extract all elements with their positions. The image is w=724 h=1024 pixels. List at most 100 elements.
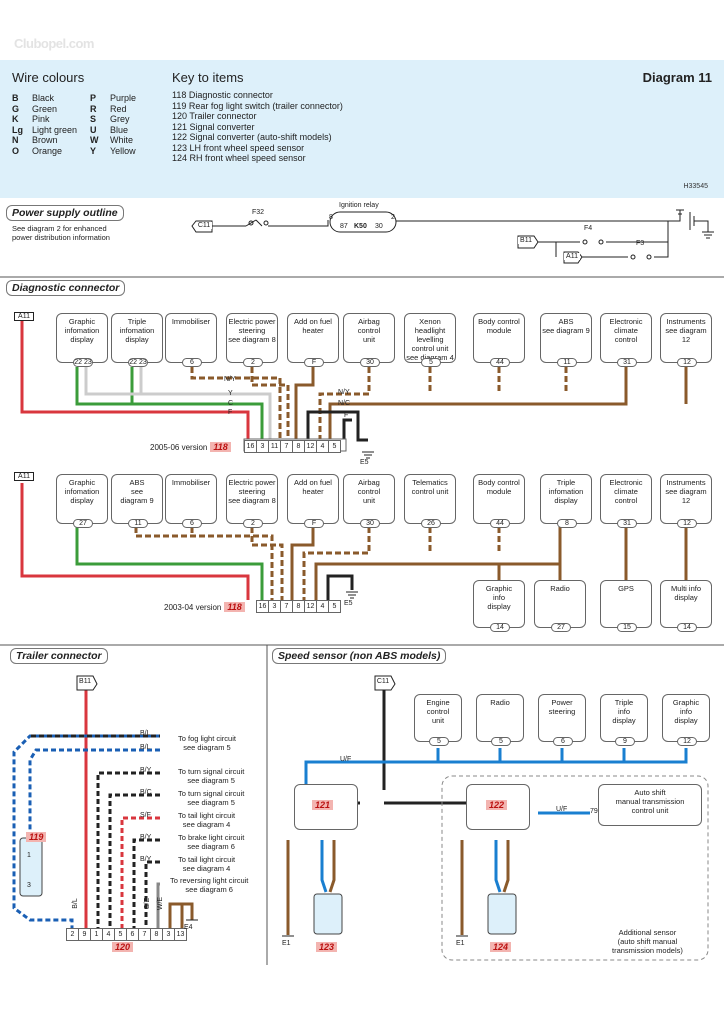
- module-pin: 27: [551, 623, 571, 632]
- item-118-top: 118: [210, 442, 231, 452]
- ground-e4: E4: [184, 924, 193, 931]
- fuse-f3: F3: [636, 240, 645, 247]
- ignition-relay-label: Ignition relay: [337, 202, 381, 209]
- item-121: 121: [312, 800, 334, 810]
- wire-label: N/Y: [338, 389, 350, 396]
- wire-label: B/L: [71, 898, 79, 909]
- wire-label: Y: [228, 390, 233, 397]
- module-pin: 6: [182, 358, 202, 367]
- item-119: 119: [26, 832, 47, 842]
- diagnostic-bottom-wires: [20, 483, 688, 600]
- ground-symbols: [186, 451, 468, 937]
- relay-pin-2: 2: [391, 214, 395, 221]
- wire-label: W/E: [157, 896, 165, 911]
- relay-pin-8: 8: [329, 214, 333, 221]
- ground-e1-left: E1: [282, 940, 291, 947]
- module-pin: 8: [557, 519, 577, 528]
- module-pin: 14: [677, 623, 697, 632]
- diagram-title: Diagram 11: [642, 70, 712, 85]
- auto-shift-pin: 79: [590, 808, 598, 815]
- relay-pin-87: 87: [340, 223, 348, 230]
- a11-tag: A11: [564, 253, 580, 260]
- relay-pin-30: 30: [375, 223, 383, 230]
- module-pin: 12: [677, 358, 697, 367]
- module-pin: 31: [617, 358, 637, 367]
- switch-pin-1: 1: [27, 852, 31, 859]
- b11-tag-trailer: B11: [79, 678, 91, 685]
- watermark: Clubopel.com: [14, 36, 94, 51]
- trailer-note-4: To brake light circuit see diagram 6: [178, 833, 245, 851]
- item-120: 120: [112, 942, 134, 952]
- diagnostic-connector-label: Diagnostic connector: [6, 280, 126, 296]
- key-item: 119 Rear fog light switch (trailer conne…: [172, 100, 343, 111]
- speed-sensor-wires: [286, 690, 688, 935]
- module-box: Immobiliser: [165, 474, 217, 524]
- wire-label: F: [344, 412, 349, 419]
- module-pin: 44: [490, 519, 510, 528]
- b11-tag: B11: [518, 237, 534, 244]
- item-124: 124: [490, 942, 512, 952]
- module-pin: 12: [677, 737, 697, 746]
- trailer-note-6: To reversing light circuit see diagram 6: [170, 876, 249, 894]
- module-pin: 31: [617, 519, 637, 528]
- power-supply-label: Power supply outline: [6, 205, 124, 221]
- item-123: 123: [316, 942, 338, 952]
- trailer-note-1: To turn signal circuit see diagram 5: [178, 767, 245, 785]
- module-pin: 2: [243, 358, 263, 367]
- item-118-bottom: 118: [224, 602, 245, 612]
- b11-tag-shape: [76, 675, 98, 691]
- additional-sensor-frame: [441, 775, 709, 961]
- reference-code: H33545: [683, 183, 708, 190]
- header-panel: [0, 60, 724, 198]
- wire-label: U/F: [556, 806, 568, 813]
- key-list: 118 Diagnostic connector 119 Rear fog li…: [172, 90, 343, 164]
- module-pin: 15: [617, 623, 637, 632]
- module-pin: 22 23: [73, 358, 93, 367]
- power-note: See diagram 2 for enhanced power distrib…: [12, 224, 110, 242]
- item-122: 122: [486, 800, 508, 810]
- wire-label: C: [228, 400, 234, 407]
- wire-colours-title: Wire colours: [12, 70, 85, 85]
- module-pin: 5: [491, 737, 511, 746]
- module-pin: 27: [73, 519, 93, 528]
- fuse-f4: F4: [584, 225, 593, 232]
- module-pin: F: [304, 358, 324, 367]
- module-pin: 44: [490, 358, 510, 367]
- speed-sensor-label: Speed sensor (non ABS models): [272, 648, 447, 664]
- ground-e5-bottom: E5: [344, 600, 353, 607]
- ground-e5-top: E5: [360, 459, 369, 466]
- trailer-wires: [12, 690, 194, 928]
- wire-label: B/L: [140, 730, 151, 737]
- module-pin: 11: [557, 358, 577, 367]
- trailer-connector-label: Trailer connector: [10, 648, 108, 664]
- key-item: 124 RH front wheel speed sensor: [172, 153, 306, 163]
- relay-id: K50: [354, 223, 367, 230]
- module-box: GPS: [600, 580, 652, 628]
- c11-tag: C11: [196, 222, 212, 229]
